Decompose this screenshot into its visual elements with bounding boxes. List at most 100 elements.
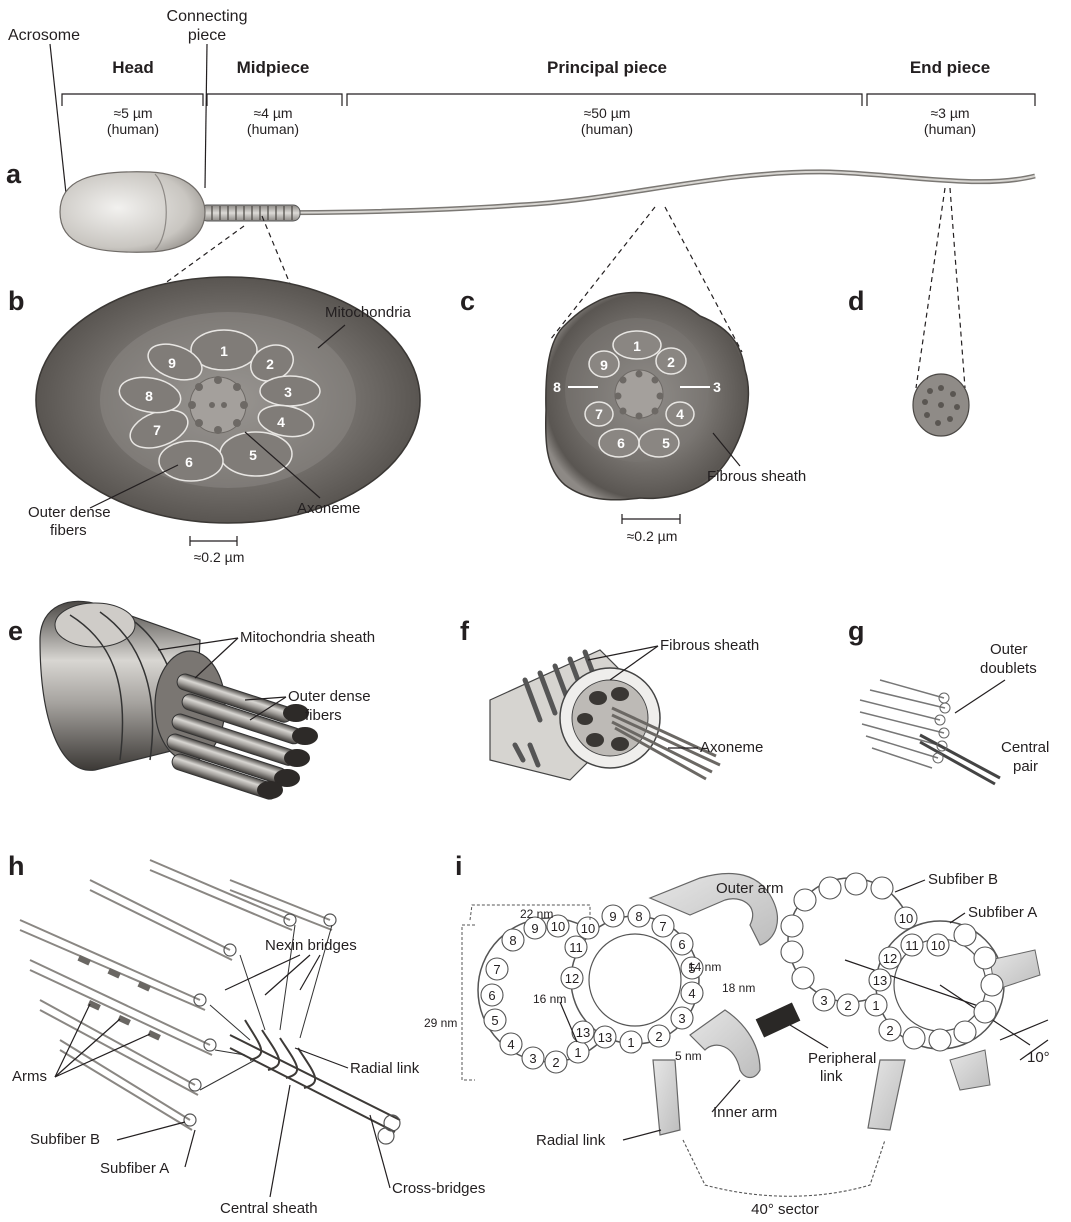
svg-text:4: 4 [676, 406, 684, 422]
svg-text:2: 2 [266, 356, 274, 372]
svg-text:6: 6 [185, 454, 193, 470]
svg-text:1: 1 [872, 998, 879, 1013]
svg-text:2: 2 [844, 998, 851, 1013]
sperm-head [60, 172, 205, 252]
panel-a-label: a [6, 159, 22, 189]
svg-text:3: 3 [713, 379, 721, 395]
panel-g: g Outer doublets Central pair [848, 616, 1049, 784]
head-length: ≈5 µm [113, 105, 152, 121]
zoom-line-d-right [950, 188, 965, 388]
svg-text:10: 10 [581, 921, 595, 936]
panel-c: c 1 2 3 4 5 6 7 8 9 Fibrous sheath [460, 286, 806, 544]
panel-e-label: e [8, 616, 23, 646]
svg-text:7: 7 [595, 406, 603, 422]
section-head-title: Head [112, 58, 154, 77]
central-pair-drawing [920, 735, 1000, 784]
peripheral-link-shape [756, 1002, 801, 1037]
principal-species: (human) [581, 121, 633, 137]
svg-text:7: 7 [659, 919, 666, 934]
panel-d-label: d [848, 286, 865, 316]
svg-text:3: 3 [529, 1051, 536, 1066]
panel-g-label: g [848, 616, 865, 646]
outer-arm-label: Outer arm [716, 880, 784, 897]
svg-text:12: 12 [565, 971, 579, 986]
svg-text:2: 2 [667, 354, 675, 370]
panel-i: i 10 9 [424, 851, 1050, 1218]
peripheral-link-label-2: link [820, 1068, 843, 1085]
outer-doublets-drawing [860, 680, 945, 768]
dim-29nm [462, 925, 475, 1080]
svg-text:6: 6 [678, 937, 685, 952]
svg-text:13: 13 [576, 1025, 590, 1040]
scale-bar-c [622, 514, 680, 524]
subfiber-b-label-h: Subfiber B [30, 1131, 100, 1148]
fibrous-sheath-label-f: Fibrous sheath [660, 637, 759, 654]
svg-text:10: 10 [551, 919, 565, 934]
fibrous-sheath-label-c: Fibrous sheath [707, 468, 806, 485]
head-species: (human) [107, 121, 159, 137]
panel-i-label: i [455, 851, 463, 881]
connecting-piece-leader [205, 44, 207, 188]
svg-text:8: 8 [635, 909, 642, 924]
svg-text:5: 5 [249, 447, 257, 463]
svg-text:3: 3 [284, 384, 292, 400]
connecting-piece-label-2: piece [188, 27, 226, 44]
svg-text:9: 9 [600, 357, 608, 373]
svg-text:6: 6 [617, 435, 625, 451]
svg-text:5: 5 [491, 1013, 498, 1028]
sperm-illustration [60, 172, 1035, 252]
outer-doublets-label-1: Outer [990, 641, 1028, 658]
sector-arc [683, 1140, 885, 1196]
panel-e: e Mitochondria s [8, 601, 375, 801]
svg-text:12: 12 [883, 951, 897, 966]
svg-text:8: 8 [553, 379, 561, 395]
svg-text:4: 4 [277, 414, 285, 430]
central-pair-label-2: pair [1013, 758, 1038, 775]
angle-label: 10° [1027, 1049, 1050, 1066]
scale-label-c: ≈0.2 µm [627, 528, 678, 544]
svg-text:5: 5 [662, 435, 670, 451]
inner-arm-shape [690, 1010, 760, 1078]
svg-text:11: 11 [905, 938, 919, 953]
section-end-title: End piece [910, 58, 990, 77]
radial-link-shape-left [653, 1060, 680, 1135]
svg-text:9: 9 [168, 355, 176, 371]
svg-text:3: 3 [678, 1011, 685, 1026]
panel-h: h [8, 851, 485, 1217]
svg-text:10: 10 [931, 938, 945, 953]
svg-text:2: 2 [886, 1023, 893, 1038]
scale-bar-b [190, 536, 237, 546]
subfiber-a-label-h: Subfiber A [100, 1160, 169, 1177]
svg-text:8: 8 [145, 388, 153, 404]
svg-text:2: 2 [655, 1029, 662, 1044]
svg-text:2: 2 [552, 1055, 559, 1070]
inner-arm-label: Inner arm [713, 1104, 777, 1121]
central-pair-label-1: Central [1001, 739, 1049, 756]
subfiber-a-label-i: Subfiber A [968, 904, 1037, 921]
panel-f: f Fibrous sheath Axone [460, 616, 763, 780]
acrosome-leader [50, 44, 68, 212]
svg-text:4: 4 [507, 1037, 514, 1052]
radial-link-shape-right [868, 1060, 905, 1130]
svg-text:22 nm: 22 nm [520, 907, 553, 921]
svg-text:7: 7 [153, 422, 161, 438]
axoneme-label-f: Axoneme [700, 739, 763, 756]
panel-b: b 1 2 3 4 5 6 7 8 [8, 277, 420, 565]
panel-d: d [848, 286, 969, 436]
radial-link-label-h: Radial link [350, 1060, 420, 1077]
subfiber-b-label-i: Subfiber B [928, 871, 998, 888]
svg-text:6: 6 [488, 988, 495, 1003]
svg-text:13: 13 [873, 973, 887, 988]
end-length: ≈3 µm [930, 105, 969, 121]
svg-text:9: 9 [531, 921, 538, 936]
outer-dense-fibers-label-2: fibers [50, 522, 87, 539]
outer-doublets-label-2: doublets [980, 660, 1037, 677]
zoom-line-d-left [916, 188, 945, 388]
panel-c-label: c [460, 286, 475, 316]
svg-text:8: 8 [509, 933, 516, 948]
end-species: (human) [924, 121, 976, 137]
midpiece-length: ≈4 µm [253, 105, 292, 121]
panel-b-label: b [8, 286, 25, 316]
svg-text:3: 3 [820, 993, 827, 1008]
cross-bridges-label: Cross-bridges [392, 1180, 485, 1197]
